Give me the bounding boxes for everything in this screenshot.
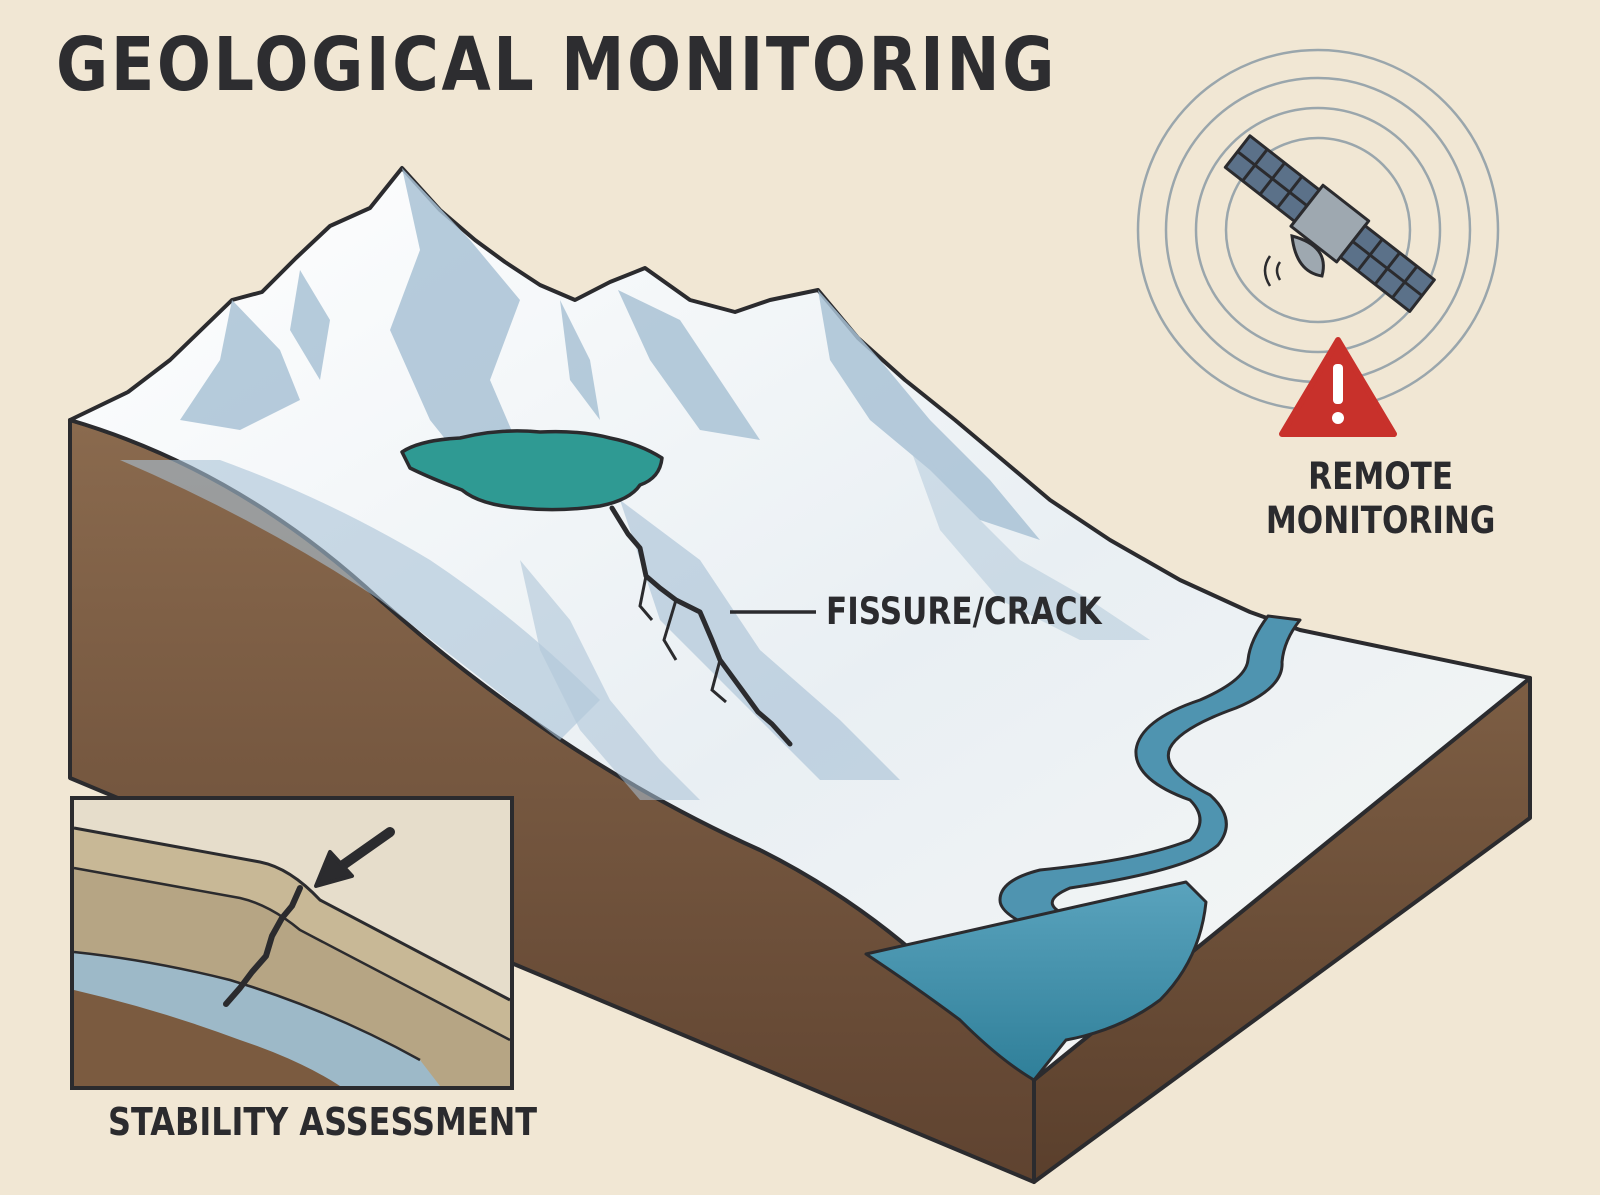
glacial-lake (400, 429, 664, 512)
ice-shading (120, 168, 1150, 800)
fissure-label: FISSURE/CRACK (826, 590, 1102, 633)
stability-assessment-label: STABILITY ASSESSMENT (108, 1100, 538, 1144)
remote-label-line1: REMOTE (1308, 455, 1454, 498)
remote-label-line2: MONITORING (1265, 499, 1496, 542)
fissure-crack (609, 505, 793, 747)
satellite-dish-icon (1263, 233, 1325, 287)
arrow-icon (314, 827, 395, 888)
remote-monitoring-label: REMOTE MONITORING (1266, 455, 1496, 543)
stability-inset (70, 796, 514, 1090)
warning-icon (1279, 337, 1397, 437)
signal-rings (1136, 48, 1500, 412)
page-title: GEOLOGICAL MONITORING (56, 22, 1058, 108)
satellite-icon (1223, 134, 1436, 313)
inset-crack (223, 885, 303, 1007)
river-pool (864, 880, 1208, 1082)
